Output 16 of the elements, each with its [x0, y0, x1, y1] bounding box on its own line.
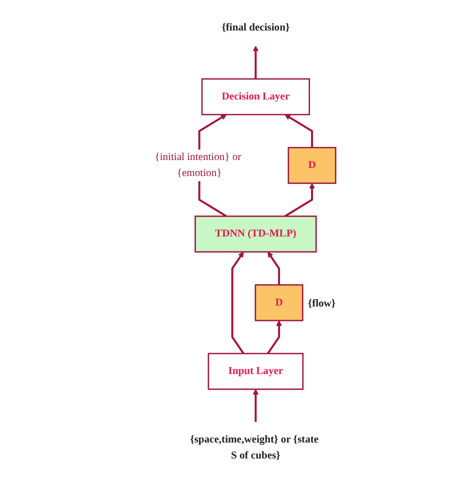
- arrow: [268, 252, 280, 285]
- arrow: [252, 46, 259, 79]
- arrow: [284, 182, 316, 218]
- node-box: Decision Layer: [201, 78, 310, 116]
- arrow: [284, 114, 314, 148]
- node-box: TDNN (TD-MLP): [194, 216, 317, 253]
- arrow: [252, 388, 259, 422]
- edge-label: {initial intention} or {emotion}: [154, 152, 242, 179]
- node-box: Input Layer: [208, 352, 304, 390]
- node-box: D: [254, 284, 304, 322]
- node-caption: {flow}: [308, 298, 336, 310]
- node-text: {final decision}: [222, 22, 290, 34]
- node-box: D: [288, 146, 336, 184]
- arrow: [267, 320, 282, 354]
- arrow: [231, 252, 244, 354]
- node-text: {space,time,weight} or {state S of cubes}: [190, 434, 319, 462]
